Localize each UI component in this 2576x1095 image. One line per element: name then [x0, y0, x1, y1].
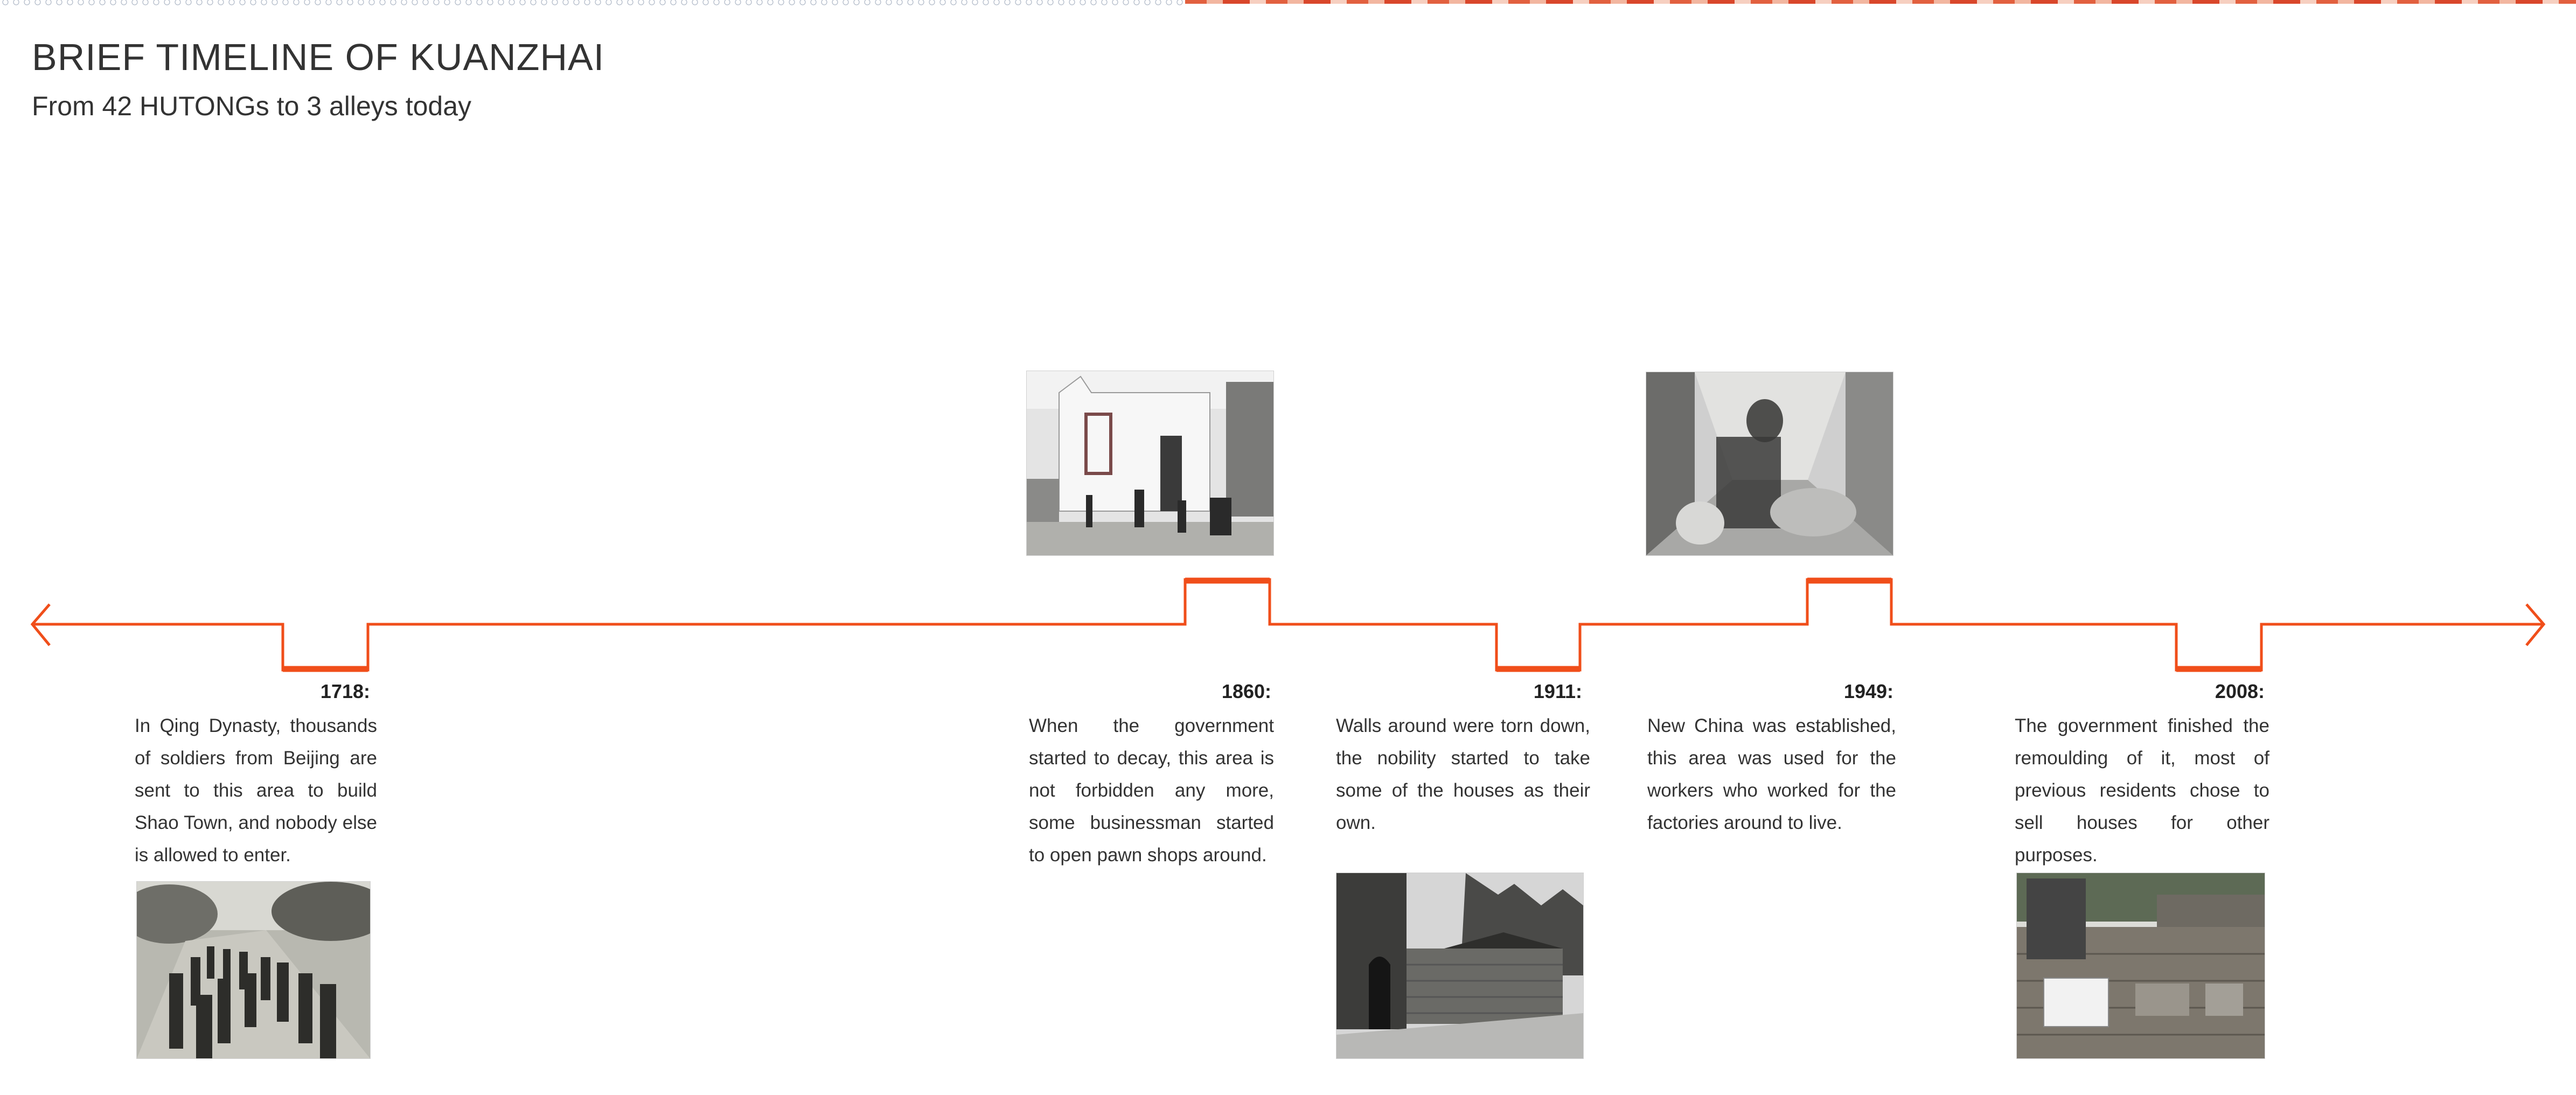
- event-description-1860: When the government started to decay, th…: [1029, 715, 1274, 866]
- left-arrow-icon: [30, 603, 51, 646]
- event-description-1911: Walls around were torn down, the nobilit…: [1336, 715, 1590, 833]
- timeline-path: [32, 578, 2543, 672]
- event-description-1718: In Qing Dynasty, thousands of soldiers f…: [135, 715, 377, 866]
- top-decorative-border: [0, 0, 1185, 6]
- top-photo-strip: [1185, 0, 2576, 4]
- page-subtitle: From 42 HUTONGs to 3 alleys today: [32, 91, 472, 121]
- event-year-1718: 1718:: [320, 680, 370, 702]
- right-arrow-icon: [2525, 603, 2546, 646]
- event-year-2008: 2008:: [2215, 680, 2265, 702]
- event-description-1949: New China was established, this area was…: [1647, 715, 1896, 833]
- soldiers-marching-photo: [136, 881, 371, 1059]
- old-alley-gate-photo: [1336, 873, 1584, 1059]
- pawn-shop-building-photo: [1026, 371, 1274, 556]
- kuanzhai-sign-wall-photo: [2016, 873, 2265, 1059]
- timeline-line: [30, 577, 2546, 672]
- page-title: BRIEF TIMELINE OF KUANZHAI: [32, 36, 605, 78]
- event-year-1860: 1860:: [1221, 680, 1271, 702]
- event-description-2008: The government finished the remoulding o…: [2015, 715, 2269, 866]
- workers-alley-photo: [1646, 372, 1893, 556]
- event-year-1911: 1911:: [1533, 680, 1582, 702]
- event-year-1949: 1949:: [1843, 680, 1893, 702]
